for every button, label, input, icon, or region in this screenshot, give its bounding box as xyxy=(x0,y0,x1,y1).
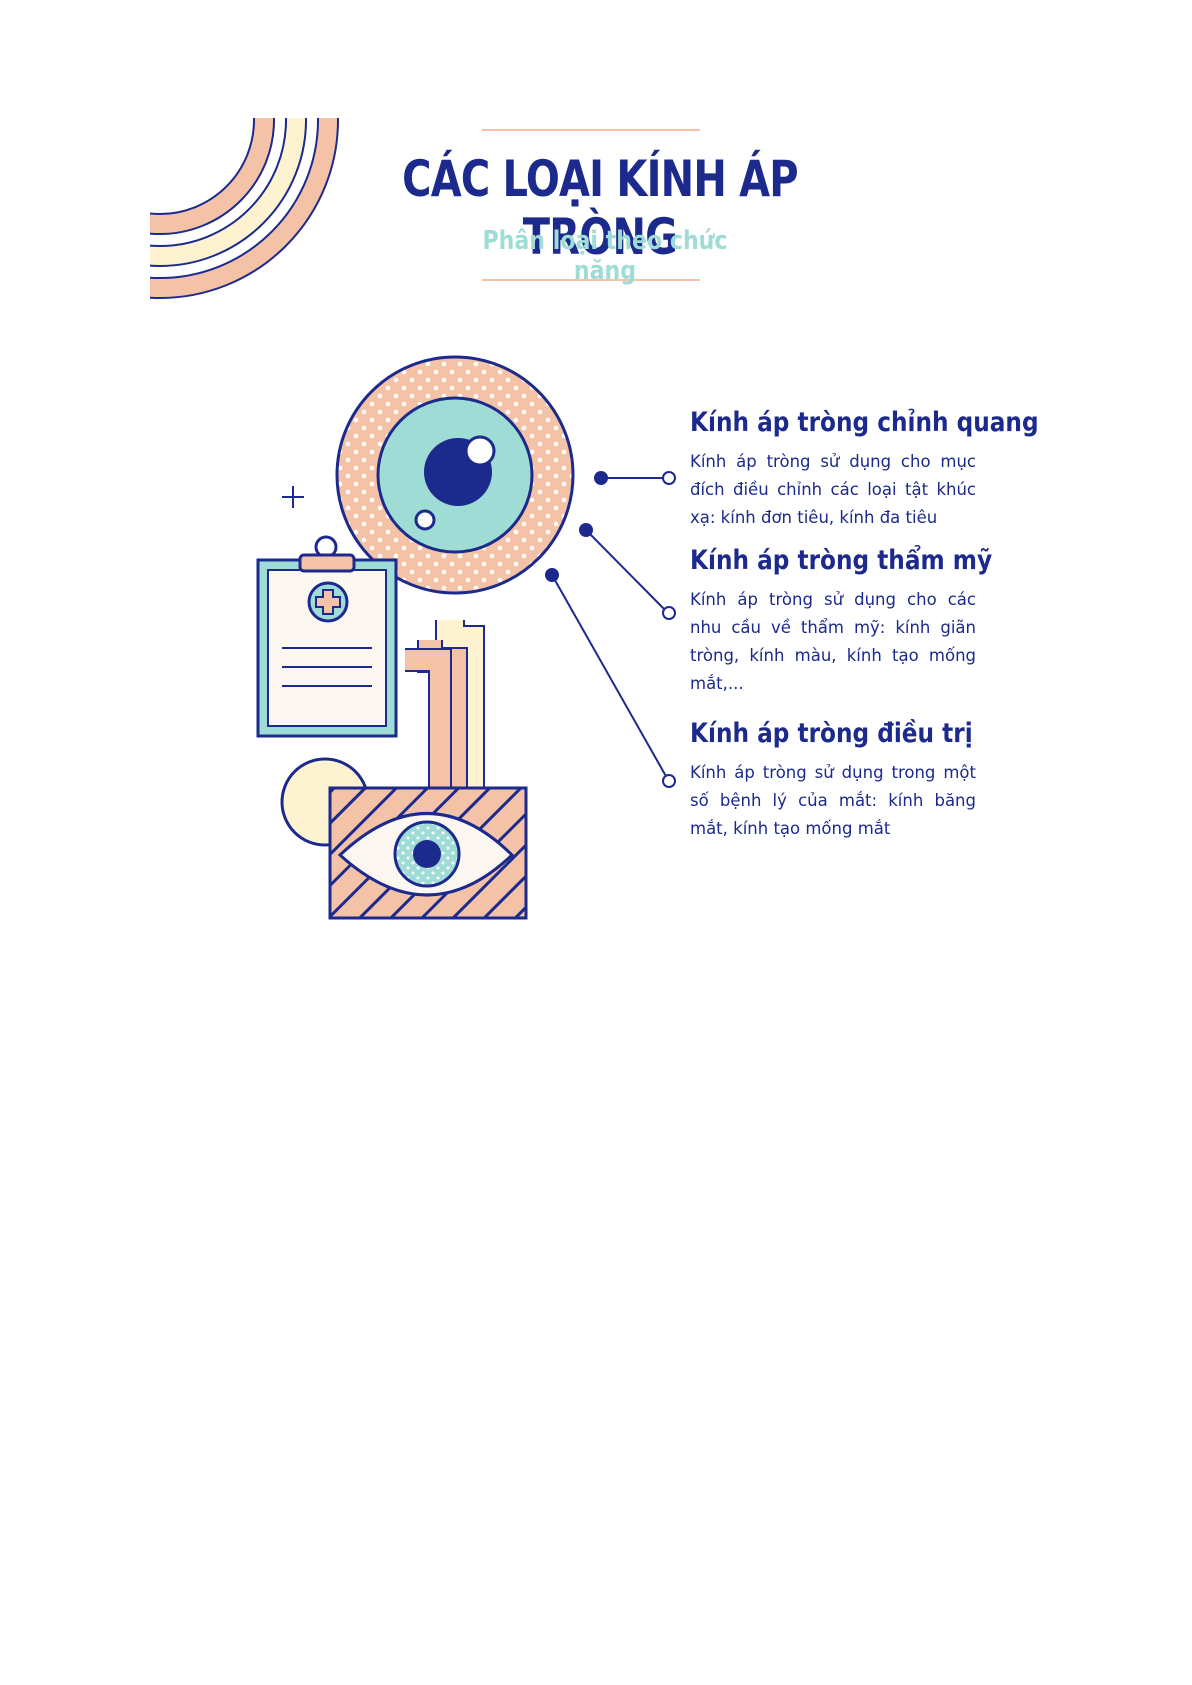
item-cosmetic-lens: Kính áp tròng thẩm mỹ Kính áp tròng sử d… xyxy=(690,545,993,698)
item-description: Kính áp tròng sử dụng trong một số bệnh … xyxy=(690,763,976,838)
plus-icon xyxy=(282,486,304,508)
page-subtitle: Phân loại theo chức năng xyxy=(482,226,728,286)
item-description: Kính áp tròng sử dụng cho mục đích điều … xyxy=(690,452,976,527)
clipboard-icon xyxy=(256,535,398,738)
eye-box-icon xyxy=(328,786,528,920)
item-heading: Kính áp tròng thẩm mỹ xyxy=(690,545,993,576)
item-heading: Kính áp tròng điều trị xyxy=(690,718,973,749)
item-heading: Kính áp tròng chỉnh quang xyxy=(690,407,1039,438)
callout-connectors xyxy=(545,471,676,788)
decorative-arcs xyxy=(150,118,339,299)
connector-pipes xyxy=(405,620,485,795)
item-corrective-lens: Kính áp tròng chỉnh quang Kính áp tròng … xyxy=(690,407,1039,532)
contact-lens-eye-icon xyxy=(335,355,575,595)
item-description: Kính áp tròng sử dụng cho các nhu cầu về… xyxy=(690,590,976,693)
item-therapeutic-lens: Kính áp tròng điều trị Kính áp tròng sử … xyxy=(690,718,976,843)
page-title: CÁC LOẠI KÍNH ÁP TRÒNG xyxy=(402,150,798,266)
